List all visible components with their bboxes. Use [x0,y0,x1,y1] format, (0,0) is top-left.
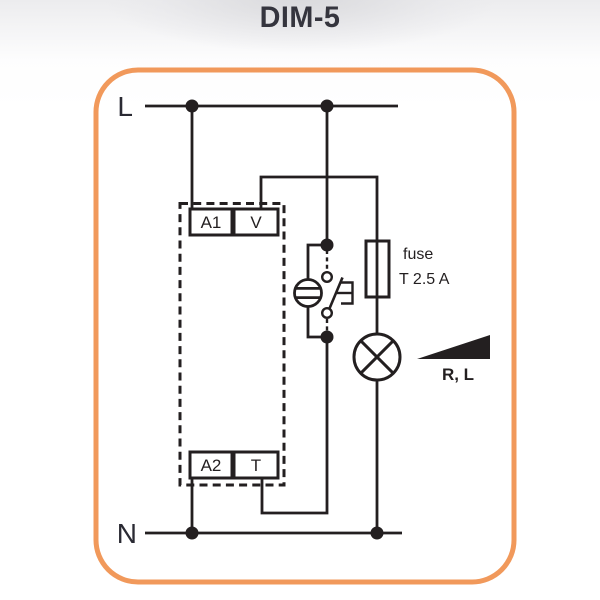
contact-top-circle [321,271,334,284]
fuse-label: fuse [403,246,433,263]
junction-dots [185,99,384,540]
junction-dot [370,526,384,540]
label-n: N [117,518,137,549]
junction-dot [185,526,199,540]
terminal-a1-label: A1 [201,213,222,232]
terminal-v-label: V [250,213,262,232]
push-button-icon [321,271,354,320]
lamp-icon [352,332,402,382]
contact-bottom-circle [321,307,334,320]
glow-lamp-circle [293,278,323,308]
terminal-t-label: T [251,456,261,475]
wire-t-to-button [260,337,329,515]
device-terminals: A1 V A2 T [188,207,280,480]
device-outline [178,202,286,487]
terminal-a2-box [188,450,234,480]
fuse-rating-label: T 2.5 A [399,271,450,288]
terminal-a1-box [188,207,234,237]
label-l: L [117,91,133,122]
terminal-t-box [232,450,280,480]
terminal-a2-label: A2 [201,456,222,475]
lamp-cross [359,339,395,375]
junction-dot [320,330,334,344]
wire-v-to-fuse [259,175,379,241]
diagram-frame [93,67,517,585]
junction-dot [320,99,334,113]
terminal-v-box [232,207,280,237]
page-title: DIM-5 [259,1,341,34]
contact-lever [328,276,344,310]
load-type-label: R, L [442,365,474,384]
dimmer-ramp-icon [417,335,490,359]
junction-dot [185,99,199,113]
glow-lamp-icon [293,278,323,308]
junction-dot [320,238,334,252]
fuse-icon [364,239,391,299]
